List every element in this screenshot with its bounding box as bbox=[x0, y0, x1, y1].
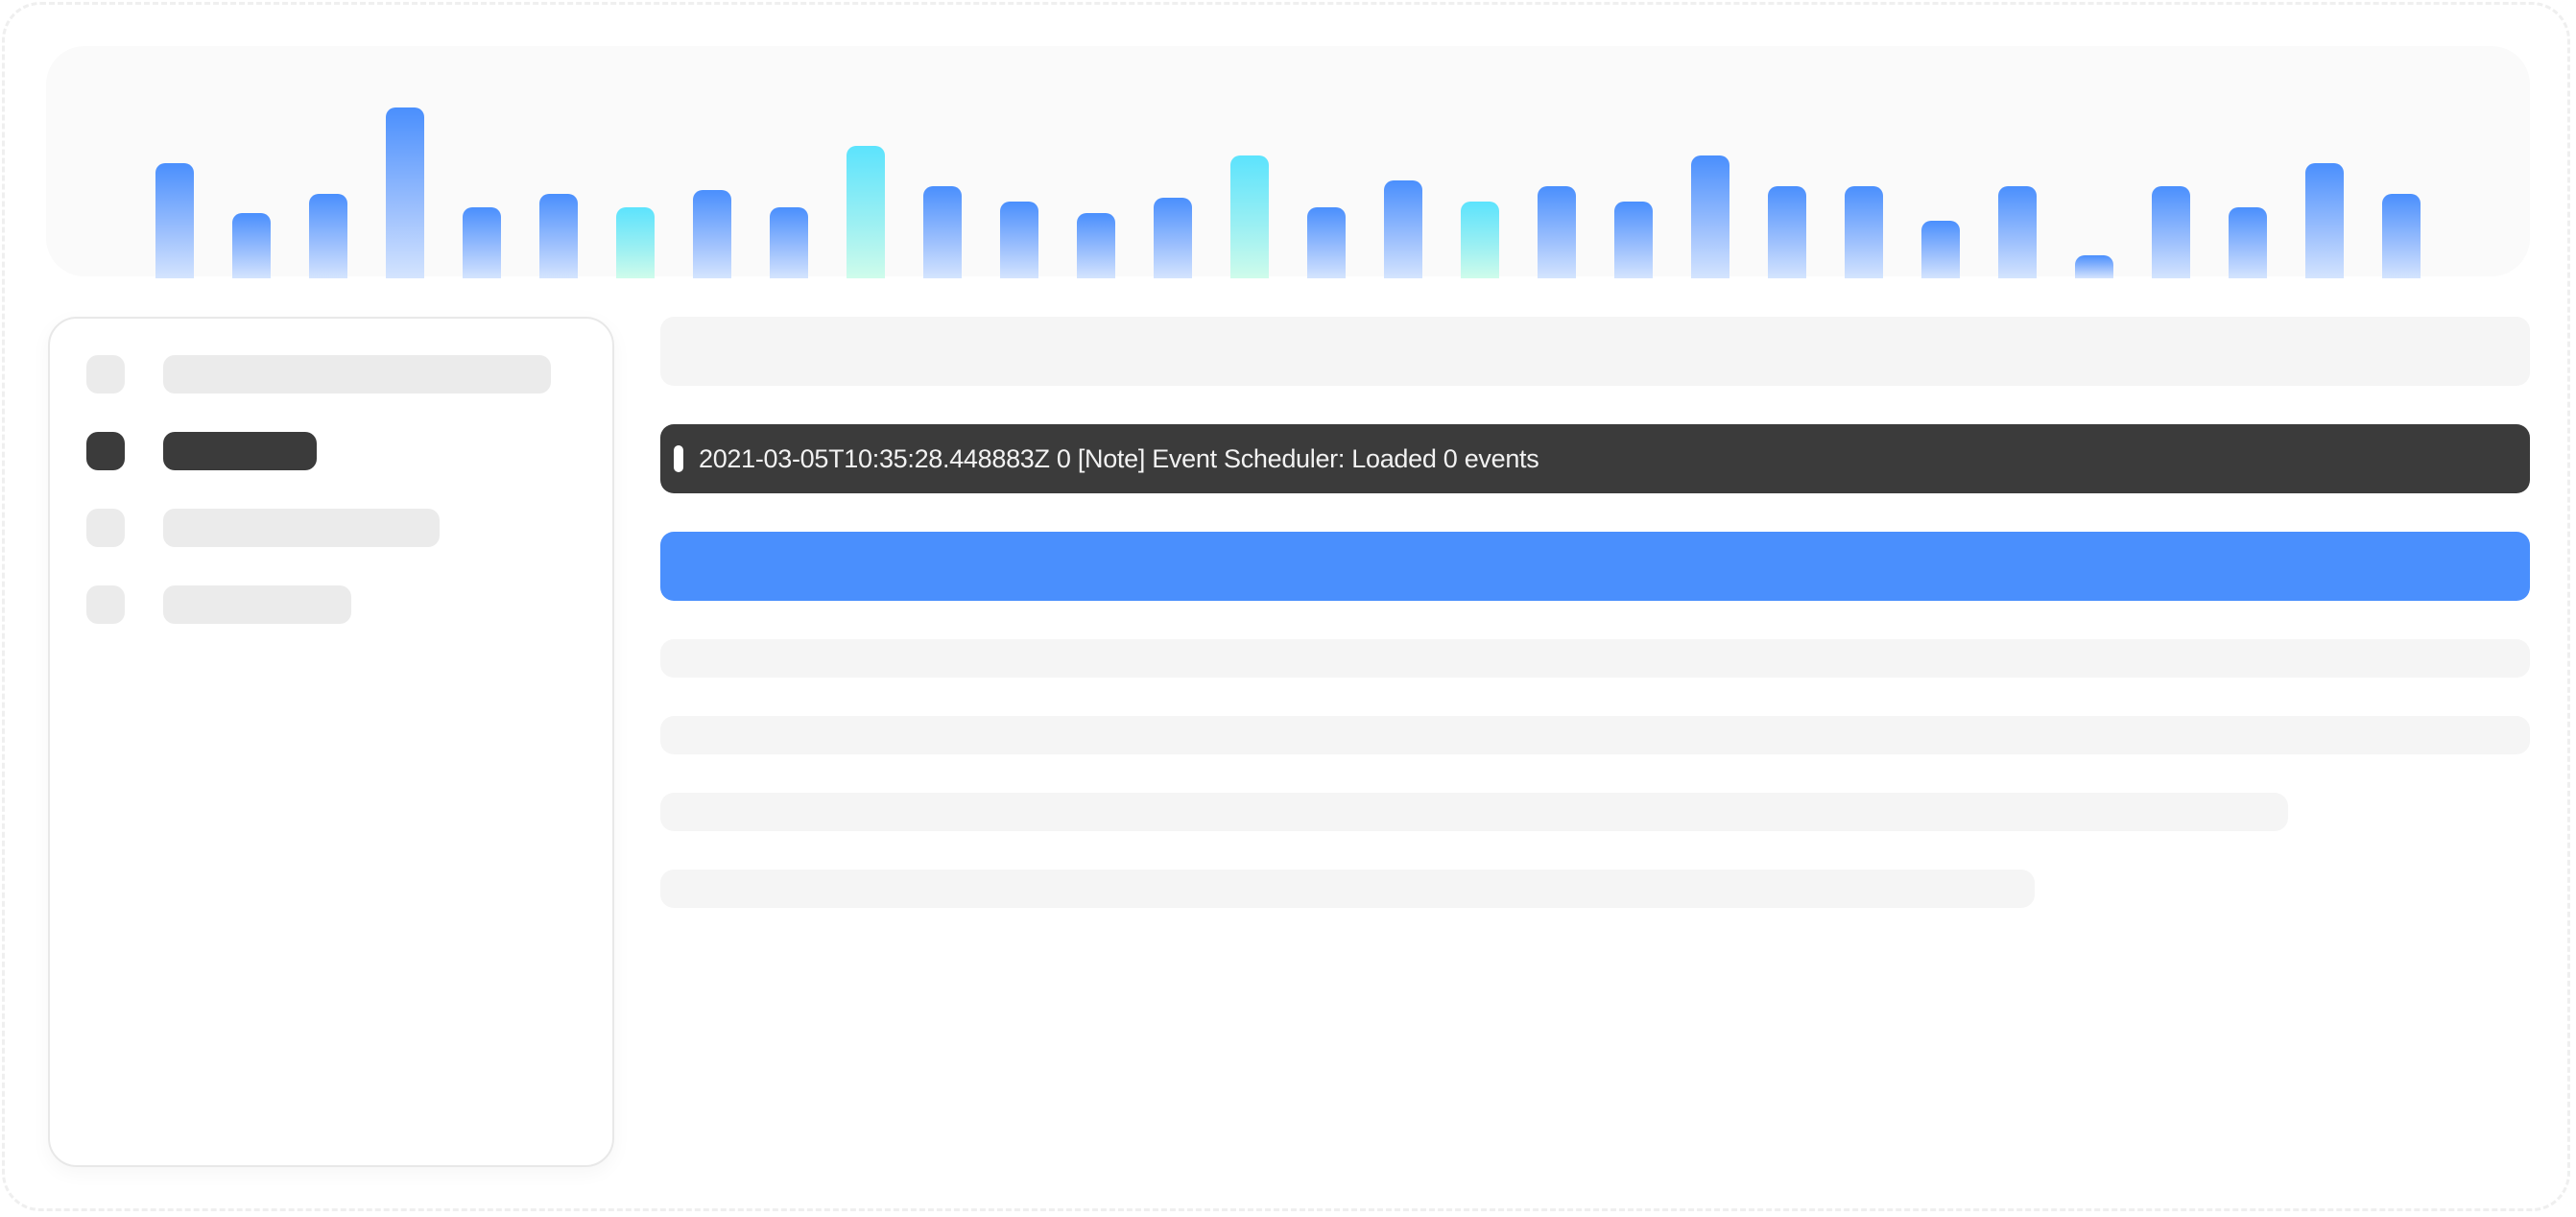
skeleton-row bbox=[660, 870, 2035, 908]
chart-bar[interactable] bbox=[1768, 186, 1806, 278]
log-line-selected[interactable]: 2021-03-05T10:35:28.448883Z 0 [Note] Eve… bbox=[660, 424, 2530, 493]
sidebar-item-1[interactable] bbox=[86, 355, 551, 394]
chart-bar[interactable] bbox=[616, 207, 655, 278]
chart-bar[interactable] bbox=[923, 186, 962, 278]
sidebar-item-icon bbox=[86, 509, 125, 547]
chart-bar[interactable] bbox=[2075, 255, 2113, 278]
activity-chart-panel bbox=[46, 46, 2530, 276]
chart-bar[interactable] bbox=[1230, 155, 1269, 278]
sidebar-item-icon bbox=[86, 585, 125, 624]
log-line-text: 2021-03-05T10:35:28.448883Z 0 [Note] Eve… bbox=[699, 443, 1539, 473]
chart-bar[interactable] bbox=[1921, 221, 1960, 278]
chart-bar[interactable] bbox=[539, 194, 578, 278]
header-placeholder bbox=[660, 317, 2530, 386]
chart-bar[interactable] bbox=[1538, 186, 1576, 278]
chart-bar[interactable] bbox=[2382, 194, 2421, 278]
primary-action-bar[interactable] bbox=[660, 532, 2530, 601]
chart-bar[interactable] bbox=[386, 107, 424, 278]
chart-bar[interactable] bbox=[770, 207, 808, 278]
chart-bar[interactable] bbox=[1845, 186, 1883, 278]
chart-bar[interactable] bbox=[847, 146, 885, 278]
chart-bar[interactable] bbox=[309, 194, 347, 278]
skeleton-row bbox=[660, 793, 2288, 831]
skeleton-row bbox=[660, 716, 2530, 754]
sidebar-item-4[interactable] bbox=[86, 585, 351, 624]
sidebar-item-3[interactable] bbox=[86, 509, 440, 547]
chart-bar[interactable] bbox=[1691, 155, 1729, 278]
chart-bar[interactable] bbox=[1461, 202, 1499, 278]
chart-bar[interactable] bbox=[1614, 202, 1653, 278]
chart-bar[interactable] bbox=[1000, 202, 1038, 278]
sidebar-item-icon bbox=[86, 355, 125, 394]
cursor-marker-icon bbox=[674, 445, 683, 472]
chart-bar[interactable] bbox=[1307, 207, 1346, 278]
chart-bar[interactable] bbox=[2305, 163, 2344, 278]
sidebar bbox=[48, 317, 614, 1167]
sidebar-item-label-placeholder bbox=[163, 509, 440, 547]
chart-bar[interactable] bbox=[2152, 186, 2190, 278]
skeleton-row bbox=[660, 639, 2530, 678]
chart-bar[interactable] bbox=[1998, 186, 2037, 278]
chart-bar[interactable] bbox=[1154, 198, 1192, 278]
chart-bar[interactable] bbox=[463, 207, 501, 278]
chart-bar[interactable] bbox=[232, 213, 271, 278]
chart-bar[interactable] bbox=[155, 163, 194, 278]
sidebar-item-label-placeholder bbox=[163, 432, 317, 470]
sidebar-item-label-placeholder bbox=[163, 355, 551, 394]
chart-bar[interactable] bbox=[2229, 207, 2267, 278]
sidebar-item-icon bbox=[86, 432, 125, 470]
sidebar-item-label-placeholder bbox=[163, 585, 351, 624]
activity-bar-chart bbox=[0, 0, 2576, 278]
sidebar-item-2[interactable] bbox=[86, 432, 317, 470]
chart-bar[interactable] bbox=[1384, 180, 1422, 278]
chart-bar[interactable] bbox=[693, 190, 731, 278]
chart-bar[interactable] bbox=[1077, 213, 1115, 278]
